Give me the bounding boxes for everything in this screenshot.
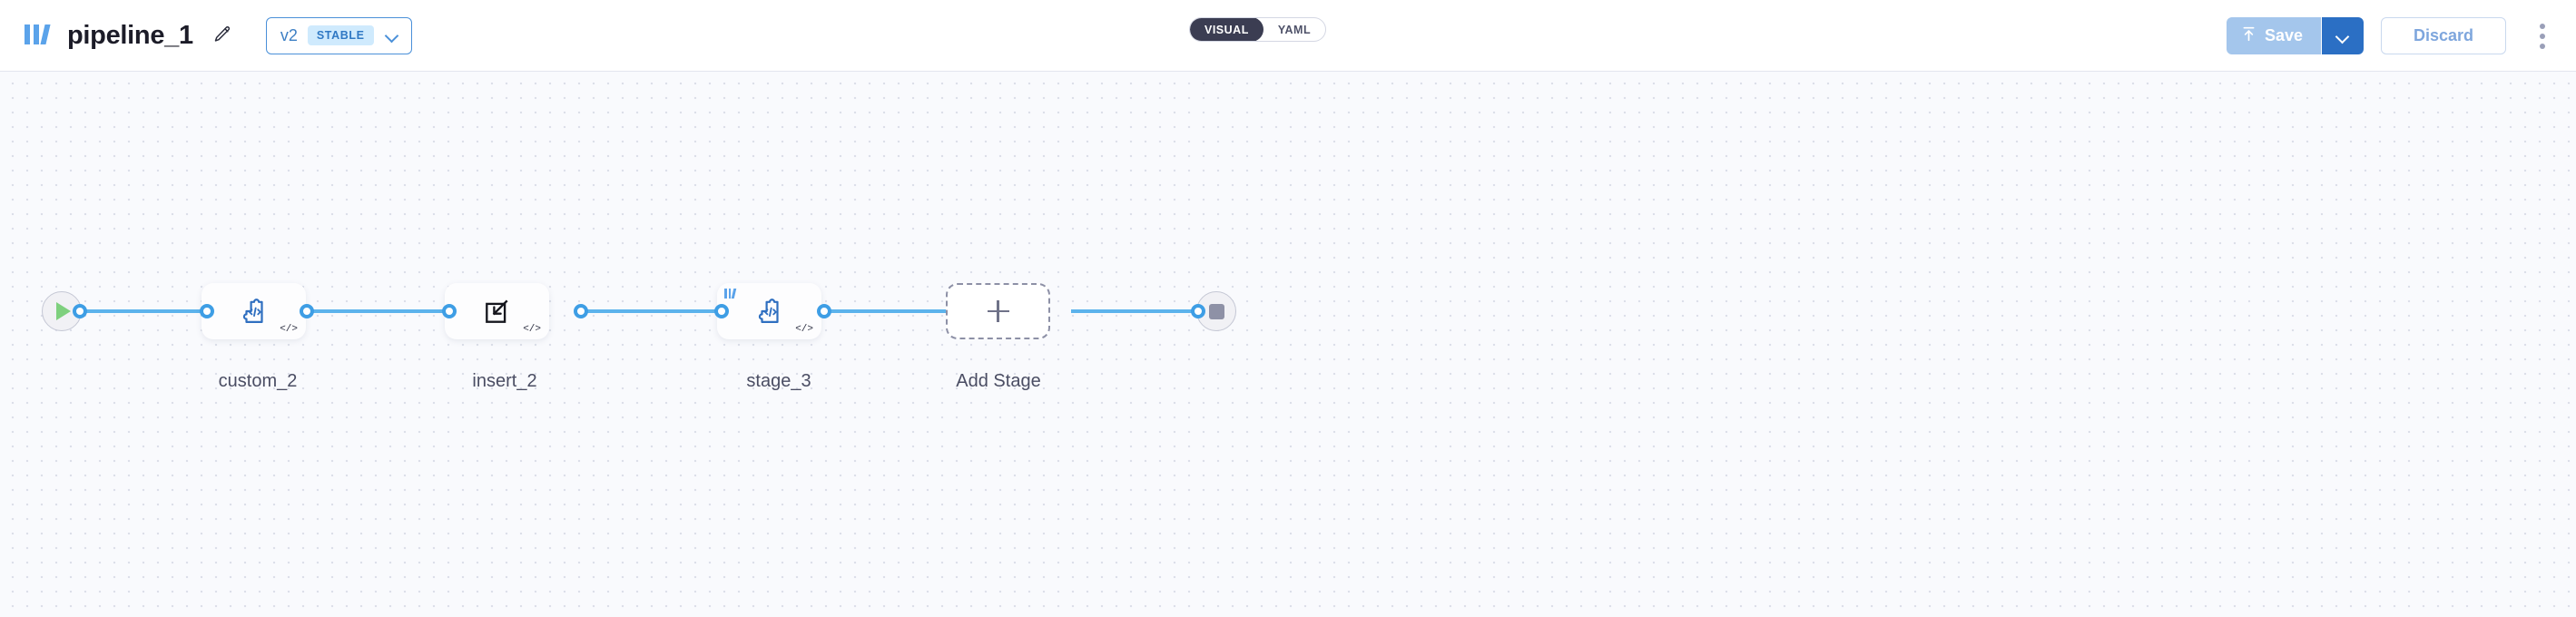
stage-node-stage_3[interactable]: </> (717, 283, 821, 339)
pipeline-graph: </> custom_2 </> insert_2 (0, 72, 2576, 617)
edge-custom2-to-insert2 (307, 309, 447, 313)
more-options-button[interactable] (2527, 15, 2558, 57)
edge-addstage-to-end (1071, 309, 1203, 313)
plus-icon (987, 300, 1009, 322)
play-icon (56, 302, 71, 320)
chevron-down-icon (2335, 28, 2351, 44)
edge-insert2-to-stage3 (581, 309, 722, 313)
app-header: pipeline_1 v2 STABLE VISUAL YAML (0, 0, 2576, 72)
page-title: pipeline_1 (67, 20, 193, 50)
add-stage-button[interactable] (946, 283, 1050, 339)
stage-label-stage_3: stage_3 (746, 371, 811, 391)
more-vertical-icon-dot (2540, 43, 2545, 49)
stop-square-icon (1208, 303, 1224, 319)
edge-start-to-custom2 (80, 309, 207, 313)
save-button[interactable]: Save (2226, 17, 2321, 54)
edge-stage3-to-addstage (824, 309, 947, 313)
more-vertical-icon-dot (2540, 33, 2545, 39)
chevron-down-icon (384, 27, 400, 44)
pipeline-canvas[interactable]: </> custom_2 </> insert_2 (0, 72, 2576, 617)
stage-node-insert_2[interactable]: </> (445, 283, 549, 339)
code-badge: </> (280, 324, 298, 335)
port-insert2-in[interactable] (442, 304, 457, 318)
more-vertical-icon-dot (2540, 23, 2545, 29)
discard-button[interactable]: Discard (2381, 17, 2506, 54)
stage-node-custom_2[interactable]: </> (202, 283, 306, 339)
view-mode-toggle[interactable]: VISUAL YAML (1189, 17, 1327, 42)
port-end-in[interactable] (1191, 304, 1205, 318)
port-stage3-out[interactable] (817, 304, 831, 318)
pipeline-bars-badge-icon (724, 288, 739, 299)
port-custom2-in[interactable] (200, 304, 214, 318)
save-button-group: Save (2226, 17, 2364, 54)
pencil-icon (212, 24, 232, 47)
save-button-label: Save (2264, 26, 2303, 44)
header-left-group: pipeline_1 v2 STABLE (0, 16, 412, 54)
stage-label-insert_2: insert_2 (472, 371, 537, 391)
version-label: v2 (280, 25, 298, 44)
code-badge: </> (795, 324, 813, 335)
puzzle-code-icon (202, 283, 306, 339)
edit-title-button[interactable] (204, 17, 241, 54)
insert-arrow-icon (445, 283, 549, 339)
tab-visual[interactable]: VISUAL (1190, 18, 1263, 41)
version-status-badge: STABLE (307, 25, 374, 45)
header-actions: Save Discard (2226, 0, 2558, 72)
version-selector[interactable]: v2 STABLE (265, 16, 412, 54)
add-stage-label: Add Stage (956, 371, 1041, 391)
port-start-out[interactable] (73, 304, 87, 318)
end-node[interactable] (1196, 291, 1236, 331)
stage-label-custom_2: custom_2 (218, 371, 298, 391)
port-custom2-out[interactable] (300, 304, 314, 318)
port-insert2-out[interactable] (574, 304, 588, 318)
puzzle-code-icon (717, 283, 821, 339)
upload-arrow-icon (2241, 25, 2256, 47)
port-stage3-in[interactable] (714, 304, 729, 318)
pipeline-bars-logo-icon (24, 23, 54, 48)
tab-yaml[interactable]: YAML (1277, 23, 1312, 36)
code-badge: </> (523, 324, 541, 335)
save-options-button[interactable] (2321, 17, 2364, 54)
